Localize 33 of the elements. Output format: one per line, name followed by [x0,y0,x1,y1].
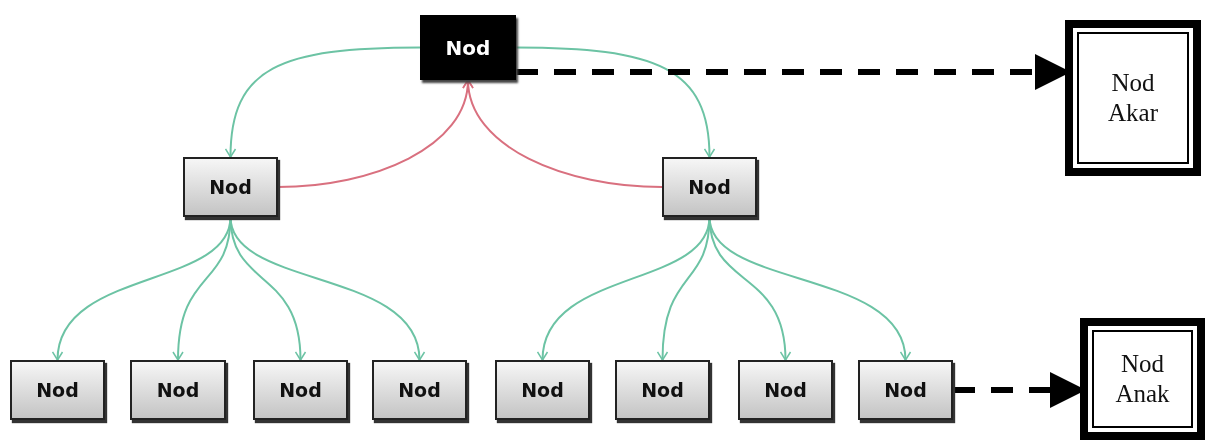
node-box [183,157,278,217]
node-label: Nod [445,35,491,60]
arrow [225,46,421,158]
legend-box [1080,318,1205,440]
node-label: Nod Akar [1107,68,1159,128]
node-box [10,360,105,420]
node-label: Nod [36,379,79,401]
node-box [372,360,467,420]
node-label: Nod [398,379,441,401]
node-box [495,360,590,420]
node-box [253,360,348,420]
node-label: Nod [764,379,807,401]
arrow [515,46,715,158]
arrow [172,216,232,361]
node-label: Nod Anak [1114,349,1171,409]
arrow [229,216,424,361]
node-box [858,360,953,420]
node-label: Nod [156,379,200,401]
node-label: Nod [688,176,731,198]
node-label: Nod [209,176,252,198]
legend-box [1065,20,1201,176]
node-box [420,15,516,80]
node-box [738,360,833,420]
node-box [662,157,757,217]
arrow [708,216,910,361]
arrow [463,79,663,188]
node-label: Nod [521,379,564,401]
node-box [130,360,226,420]
arrow [657,216,711,361]
node-label: Nod [279,379,322,401]
node-label: Nod [884,379,927,401]
node-label: Nod [641,379,684,401]
node-box [615,360,710,420]
